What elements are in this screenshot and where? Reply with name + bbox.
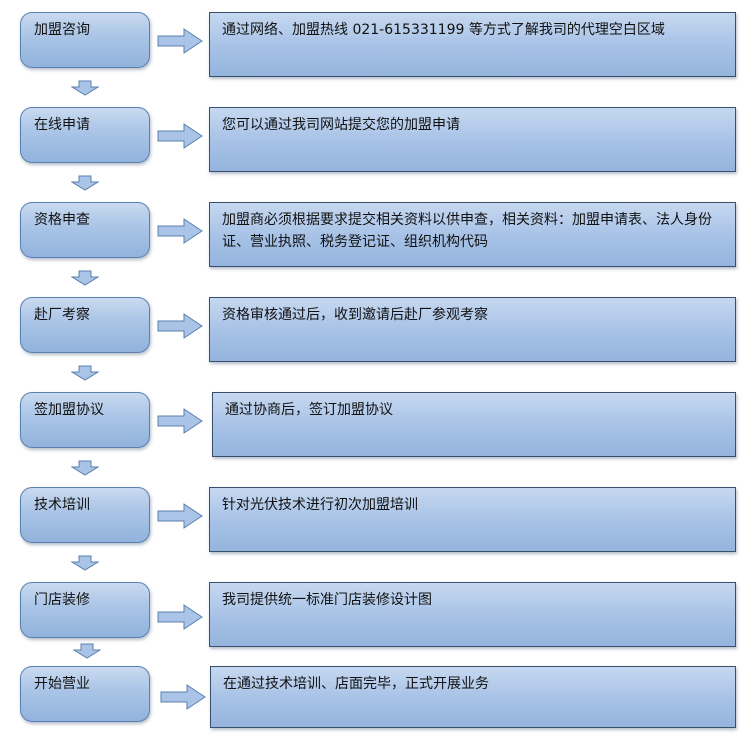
- down-arrow-icon: [71, 460, 99, 476]
- step-box-open-business: 开始营业: [20, 666, 150, 722]
- down-arrow-icon: [73, 643, 101, 659]
- step-desc-review: 加盟商必须根据要求提交相关资料以供申查，相关资料：加盟申请表、法人身份证、营业执…: [209, 202, 736, 267]
- step-box-review: 资格申查: [20, 202, 150, 258]
- right-arrow-icon: [157, 503, 203, 529]
- right-arrow-icon: [157, 123, 203, 149]
- step-desc-training: 针对光伏技术进行初次加盟培训: [209, 487, 736, 552]
- right-arrow-icon: [160, 684, 206, 710]
- step-box-apply: 在线申请: [20, 107, 150, 163]
- right-arrow-icon: [157, 313, 203, 339]
- right-arrow-icon: [157, 218, 203, 244]
- right-arrow-icon: [157, 28, 203, 54]
- step-desc-sign-agreement: 通过协商后，签订加盟协议: [212, 392, 736, 457]
- down-arrow-icon: [71, 175, 99, 191]
- step-desc-open-business: 在通过技术培训、店面完毕，正式开展业务: [210, 666, 736, 728]
- step-desc-apply: 您可以通过我司网站提交您的加盟申请: [209, 107, 736, 172]
- step-desc-visit: 资格审核通过后，收到邀请后赴厂参观考察: [209, 297, 736, 362]
- right-arrow-icon: [157, 604, 203, 630]
- down-arrow-icon: [71, 365, 99, 381]
- step-desc-store-decoration: 我司提供统一标准门店装修设计图: [209, 582, 736, 647]
- down-arrow-icon: [71, 80, 99, 96]
- down-arrow-icon: [71, 555, 99, 571]
- step-box-training: 技术培训: [20, 487, 150, 543]
- step-box-visit: 赴厂考察: [20, 297, 150, 353]
- step-box-store-decoration: 门店装修: [20, 582, 150, 638]
- down-arrow-icon: [71, 270, 99, 286]
- step-box-sign-agreement: 签加盟协议: [20, 392, 150, 448]
- right-arrow-icon: [157, 408, 203, 434]
- step-box-consult: 加盟咨询: [20, 12, 150, 68]
- step-desc-consult: 通过网络、加盟热线 021-615331199 等方式了解我司的代理空白区域: [209, 12, 736, 77]
